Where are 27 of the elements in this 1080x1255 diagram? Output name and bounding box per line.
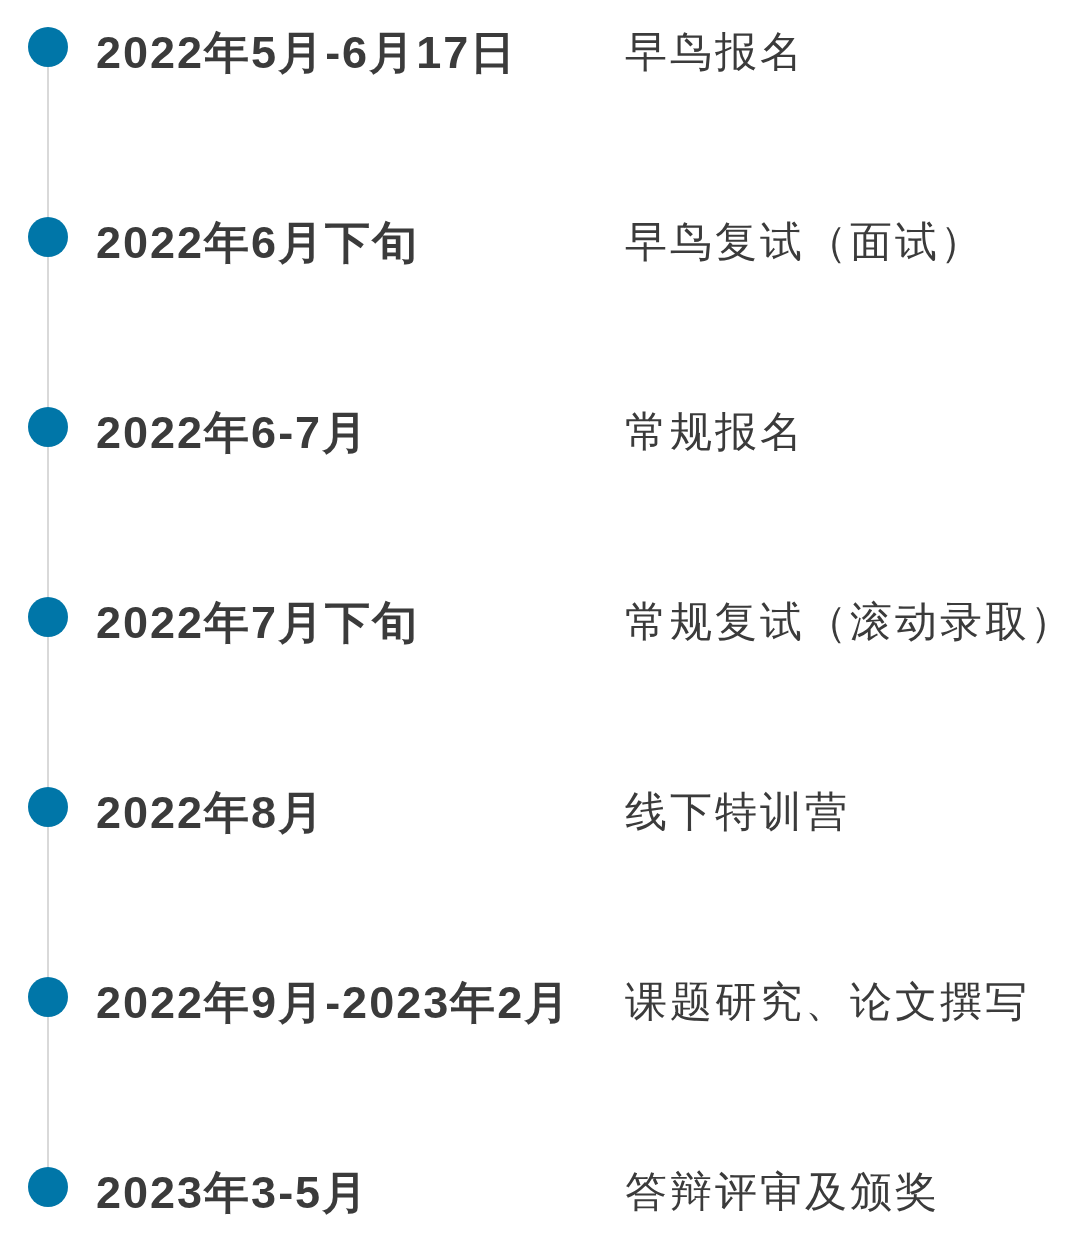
timeline-line xyxy=(47,446,49,598)
timeline-line xyxy=(47,66,49,218)
stage-description: 线下特训营 xyxy=(625,787,850,837)
timeline-dot xyxy=(28,787,68,827)
timeline-line xyxy=(47,1016,49,1168)
timeline-dot xyxy=(28,1167,68,1207)
timeline-line xyxy=(47,636,49,788)
timeline-dot xyxy=(28,977,68,1017)
stage-description: 常规复试（滚动录取） xyxy=(625,597,1075,647)
stage-description: 课题研究、论文撰写 xyxy=(625,977,1030,1027)
timeline-dot xyxy=(28,407,68,447)
stage-description: 常规报名 xyxy=(625,407,805,457)
date-label: 2022年5月-6月17日 xyxy=(96,27,518,79)
timeline-dot xyxy=(28,597,68,637)
timeline-line xyxy=(47,256,49,408)
timeline-dot xyxy=(28,27,68,67)
stage-description: 答辩评审及颁奖 xyxy=(625,1167,940,1217)
stage-description: 早鸟报名 xyxy=(625,27,805,77)
date-label: 2022年6-7月 xyxy=(96,407,370,459)
date-label: 2022年9月-2023年2月 xyxy=(96,977,572,1029)
date-label: 2022年7月下旬 xyxy=(96,597,420,649)
timeline-dot xyxy=(28,217,68,257)
date-label: 2022年6月下旬 xyxy=(96,217,420,269)
stage-description: 早鸟复试（面试） xyxy=(625,217,985,267)
date-label: 2023年3-5月 xyxy=(96,1167,370,1219)
timeline-line xyxy=(47,826,49,978)
date-label: 2022年8月 xyxy=(96,787,326,839)
